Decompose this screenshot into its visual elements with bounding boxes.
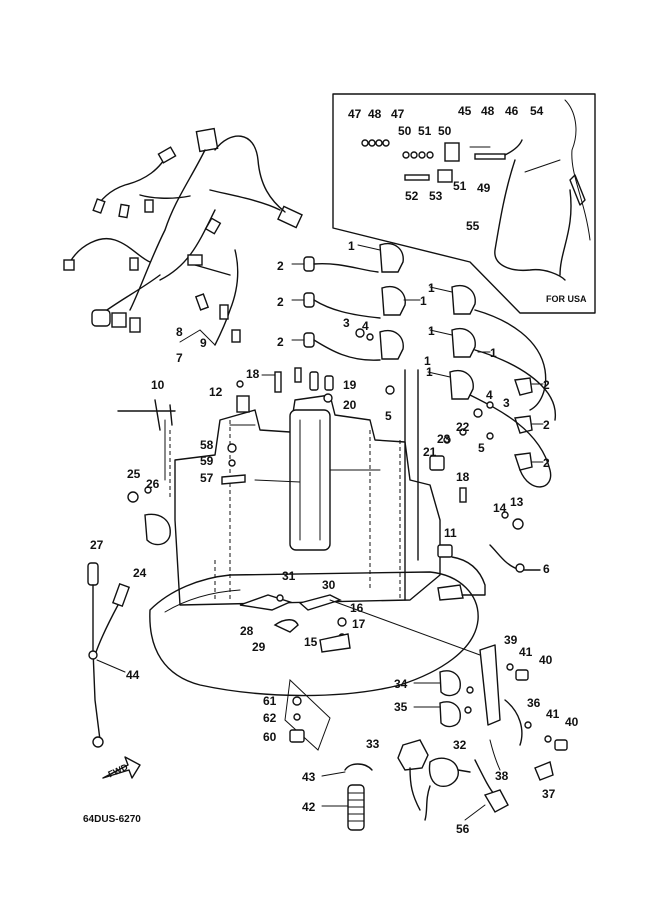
- inset-for-usa: FOR USA 47 48 47 50 51 50 45 48 46 54 51…: [332, 93, 596, 314]
- callout-43: 43: [302, 770, 316, 784]
- callout-40a: 40: [539, 653, 553, 667]
- callout-55: 55: [466, 219, 480, 233]
- callout-1g: 1: [424, 354, 431, 368]
- diagram-code: 64DUS-6270: [83, 814, 141, 825]
- callout-21: 21: [423, 445, 437, 459]
- engine-block: [149, 369, 479, 697]
- callout-50a: 50: [398, 124, 412, 138]
- callout-2d: 2: [543, 378, 550, 392]
- callout-18b: 18: [456, 470, 470, 484]
- inset-label: FOR USA: [546, 294, 587, 304]
- callout-40b: 40: [565, 715, 579, 729]
- callout-56: 56: [456, 822, 470, 836]
- callout-60: 60: [263, 730, 277, 744]
- wire-harness: 8 9 7: [63, 127, 303, 365]
- callout-30: 30: [322, 578, 336, 592]
- callout-1b: 1: [420, 294, 427, 308]
- ignition-coils: 1 1 1 1 1 1 1 2 2 2 2 2 2: [277, 239, 556, 488]
- callout-53: 53: [429, 189, 443, 203]
- bottom-parts: 33 32 56 43 42: [302, 737, 509, 836]
- callout-51b: 51: [453, 179, 467, 193]
- callout-27: 27: [90, 538, 104, 552]
- callout-8: 8: [176, 325, 183, 339]
- callout-2e: 2: [543, 418, 550, 432]
- callout-9: 9: [200, 336, 207, 350]
- callout-34: 34: [394, 677, 408, 691]
- callout-18a: 18: [246, 367, 260, 381]
- callout-48a: 48: [368, 107, 382, 121]
- callout-19: 19: [343, 378, 357, 392]
- callout-25: 25: [127, 467, 141, 481]
- callout-41a: 41: [519, 645, 533, 659]
- callout-54: 54: [530, 104, 544, 118]
- callout-20: 20: [343, 398, 357, 412]
- callout-35: 35: [394, 700, 408, 714]
- center-parts: 12 18 19 20 58 59 57: [200, 367, 357, 485]
- callout-13: 13: [510, 495, 524, 509]
- callout-1f: 1: [426, 365, 433, 379]
- callout-4b: 4: [486, 388, 493, 402]
- callout-7: 7: [176, 351, 183, 365]
- callout-31: 31: [282, 569, 296, 583]
- callout-49: 49: [477, 181, 491, 195]
- callout-58: 58: [200, 438, 214, 452]
- callout-47a: 47: [348, 107, 362, 121]
- callout-38: 38: [495, 769, 509, 783]
- callout-2b: 2: [277, 295, 284, 309]
- callout-3a: 3: [343, 316, 350, 330]
- callout-48b: 48: [481, 104, 495, 118]
- callout-33: 33: [366, 737, 380, 751]
- callout-62: 62: [263, 711, 277, 725]
- callout-26: 26: [146, 477, 160, 491]
- callout-2c: 2: [277, 335, 284, 349]
- callout-36: 36: [527, 696, 541, 710]
- left-parts: 10 25 26 27 24 44 FWD: [87, 378, 176, 780]
- callout-42: 42: [302, 800, 316, 814]
- callout-2f: 2: [543, 456, 550, 470]
- coil-hardware: 3 4 5 4 3 5: [343, 316, 510, 455]
- callout-44: 44: [126, 668, 140, 682]
- callout-3b: 3: [503, 396, 510, 410]
- callout-29: 29: [252, 640, 266, 654]
- callout-1d: 1: [428, 324, 435, 338]
- callout-52: 52: [405, 189, 419, 203]
- callout-15: 15: [304, 635, 318, 649]
- callout-14: 14: [493, 501, 507, 515]
- callout-23: 23: [437, 432, 451, 446]
- callout-46: 46: [505, 104, 519, 118]
- callout-39: 39: [504, 633, 518, 647]
- callout-24: 24: [133, 566, 147, 580]
- callout-1e: 1: [490, 346, 497, 360]
- callout-6: 6: [543, 562, 550, 576]
- callout-1c: 1: [428, 281, 435, 295]
- callout-5a: 5: [385, 409, 392, 423]
- callout-57: 57: [200, 471, 214, 485]
- callout-41b: 41: [546, 707, 560, 721]
- callout-45: 45: [458, 104, 472, 118]
- callout-1a: 1: [348, 239, 355, 253]
- callout-47b: 47: [391, 107, 405, 121]
- callout-2a: 2: [277, 259, 284, 273]
- relay-bracket-assembly: 34 35 39 41 40 36 41 40 37 38: [329, 599, 579, 801]
- callout-61: 61: [263, 694, 277, 708]
- callout-11: 11: [444, 526, 457, 540]
- callout-10: 10: [151, 378, 165, 392]
- callout-50b: 50: [438, 124, 452, 138]
- callout-17: 17: [352, 617, 366, 631]
- callout-28: 28: [240, 624, 254, 638]
- callout-32: 32: [453, 738, 467, 752]
- callout-51a: 51: [418, 124, 432, 138]
- callout-5b: 5: [478, 441, 485, 455]
- callout-59: 59: [200, 454, 214, 468]
- callout-37: 37: [542, 787, 556, 801]
- fwd-label: FWD: [107, 762, 130, 780]
- right-parts: 21 23 22 18 11 13 14 6: [423, 420, 550, 601]
- callout-22: 22: [456, 420, 470, 434]
- callout-12: 12: [209, 385, 223, 399]
- callout-4a: 4: [362, 319, 369, 333]
- lower-center-parts: 31 28 29 30 16 17 15 61 62 60: [239, 569, 366, 751]
